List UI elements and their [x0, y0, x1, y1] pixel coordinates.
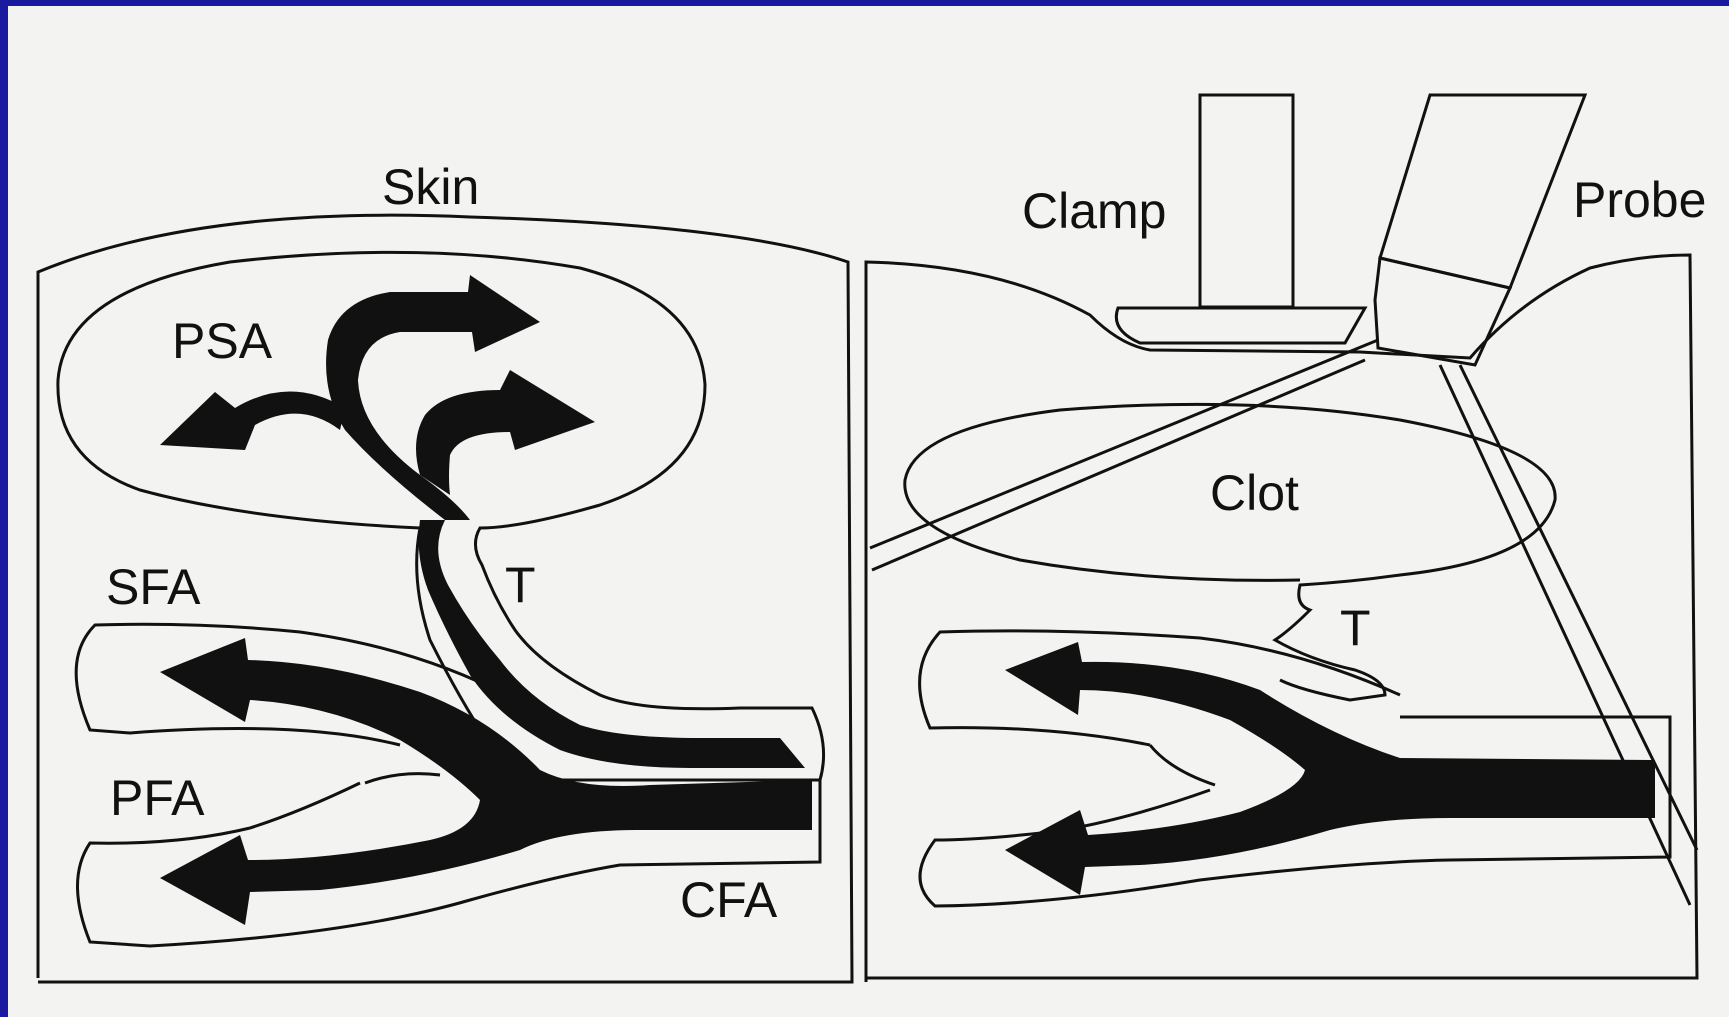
right-panel	[866, 95, 1697, 982]
label-tract-left: T	[505, 557, 536, 613]
left-blood-flow	[160, 275, 812, 925]
psa-branch-left	[160, 392, 345, 451]
clot-outline	[905, 404, 1555, 700]
label-psa: PSA	[172, 313, 273, 369]
label-clot: Clot	[1210, 465, 1299, 521]
right-fork	[1150, 745, 1215, 785]
label-clamp: Clamp	[1022, 183, 1166, 239]
right-skin-outline	[866, 255, 1697, 982]
beam-right	[1440, 365, 1697, 905]
probe-head	[1375, 258, 1510, 365]
label-tract-right: T	[1340, 600, 1371, 656]
label-probe: Probe	[1573, 172, 1706, 228]
clamp-pad	[1116, 308, 1365, 343]
clamp-shaft	[1200, 95, 1293, 307]
psa-branch-right	[416, 370, 595, 495]
pfa-fork	[365, 774, 440, 783]
label-skin: Skin	[382, 159, 479, 215]
label-sfa: SFA	[106, 559, 201, 615]
label-cfa: CFA	[680, 872, 778, 928]
label-pfa: PFA	[110, 770, 205, 826]
probe-body	[1380, 95, 1585, 288]
